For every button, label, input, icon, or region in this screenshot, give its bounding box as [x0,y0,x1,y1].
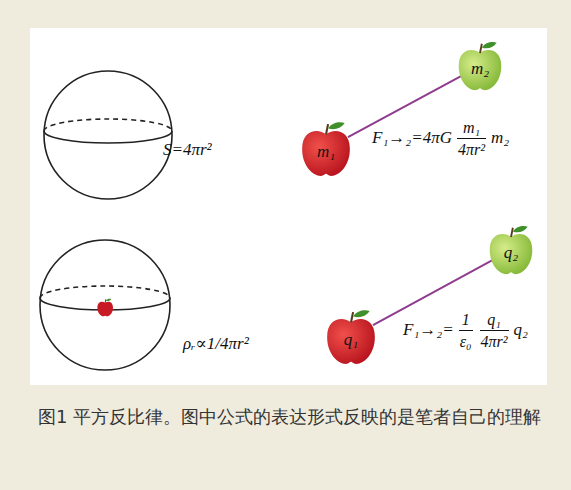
mass-charge-label: q₂ [504,243,518,263]
fraction-bar [459,330,473,331]
fraction: m₁ 4πr² [457,118,486,159]
fraction-bar [457,138,486,139]
numerator: q₁ [486,310,502,329]
sphere-bottom [40,240,170,370]
denominator: 4πr² [457,140,486,159]
apple-node: q₁ [323,308,379,366]
mass-charge-label: m₁ [317,142,335,162]
connector-line [373,260,492,325]
formula-term: q₂ [514,320,528,340]
coulomb-formula: F₁→₂= 1 ε₀ q₁ 4πr² q₂ [403,308,528,352]
fraction-bar [480,330,509,331]
white-panel [30,28,547,385]
fraction: q₁ 4πr² [480,310,509,351]
apple-node: m₂ [455,40,505,92]
apple-node: m₁ [298,120,354,178]
area-formula: S=4πr² [163,140,212,160]
numerator: 1 [461,310,471,329]
small-apple [97,299,113,317]
mass-charge-label: q₁ [344,330,358,350]
numerator: m₁ [462,118,481,137]
gravity-formula: F₁→₂=4πG m₁ 4πr² m₂ [372,116,509,160]
apple-node: q₂ [486,224,536,276]
mass-charge-label: m₂ [471,59,489,79]
density-formula: ρᵣ∝1/4πr² [183,334,249,354]
formula-term: F₁→₂= [403,320,454,340]
sphere-top [44,71,172,199]
figure-caption: 图1 平方反比律。图中公式的表达形式反映的是笔者自己的理解 [38,402,543,432]
denominator: 4πr² [480,332,509,351]
formula-term: F₁→₂=4πG [372,128,452,148]
formula-term: m₂ [491,128,509,148]
denominator: ε₀ [459,332,473,351]
fraction: 1 ε₀ [459,310,473,351]
